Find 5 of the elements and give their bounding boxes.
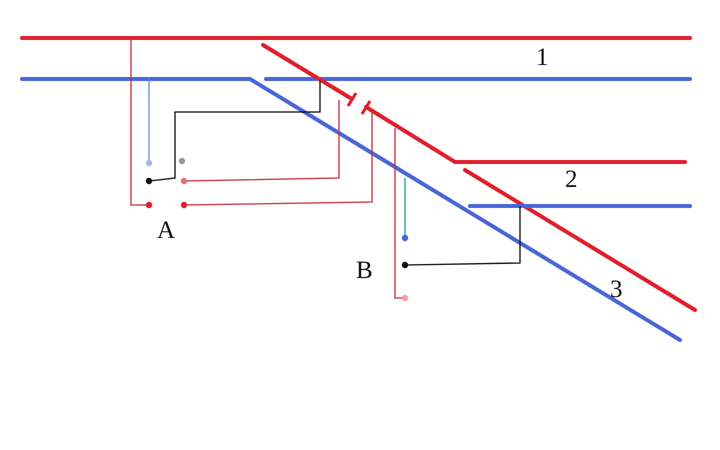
switch-label: B <box>356 258 373 283</box>
track-number: 1 <box>536 45 548 70</box>
switch-label: A <box>157 218 176 243</box>
track-number: 3 <box>610 277 622 302</box>
track-number: 2 <box>565 167 578 192</box>
